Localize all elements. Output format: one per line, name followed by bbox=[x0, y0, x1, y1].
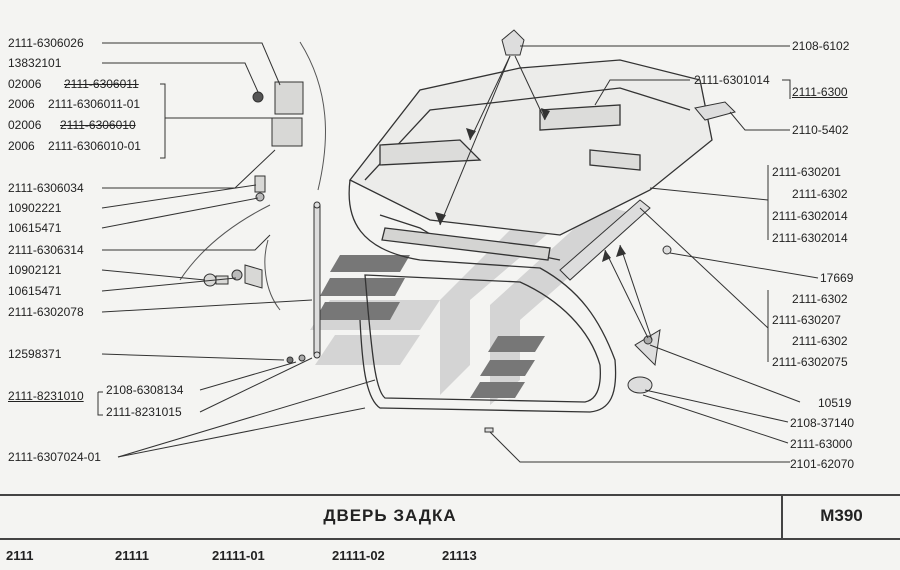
title-bar: ДВЕРЬ ЗАДКА М390 bbox=[0, 494, 900, 540]
arrow-heads bbox=[435, 108, 626, 262]
label-lamp: 2108-37140 bbox=[790, 416, 855, 430]
label-bolt-1: 10902221 bbox=[8, 201, 62, 215]
label-support-2: 2111-630207 bbox=[772, 313, 841, 327]
label-trim-1: 2111-630201 bbox=[772, 165, 841, 179]
model-label: 21111 bbox=[115, 548, 149, 563]
model-label: 21111-01 bbox=[212, 548, 265, 563]
label-nut: 13832101 bbox=[8, 56, 62, 70]
label-support-4: 2111-6302075 bbox=[772, 355, 848, 369]
label-bolt-2: 10902121 bbox=[8, 263, 62, 277]
label-strut: 2111-6302078 bbox=[8, 305, 84, 319]
label-trim-2: 2111-6302 bbox=[792, 187, 848, 201]
label-clip: 12598371 bbox=[8, 347, 62, 361]
title-divider bbox=[781, 496, 783, 538]
label-door-panel: 2111-6301014 bbox=[694, 73, 770, 87]
label-hinge-year-2: 2006 bbox=[8, 97, 35, 111]
tailgate-door bbox=[348, 59, 713, 413]
label-support-3: 2111-6302 bbox=[792, 334, 848, 348]
label-plug: 2101-62070 bbox=[790, 457, 855, 471]
label-nozzle: 2108-6308134 bbox=[106, 383, 184, 397]
label-support-1: 2111-6302 bbox=[792, 292, 848, 306]
section-arcs bbox=[179, 41, 326, 311]
label-hinge-3: 2111-6306010 bbox=[60, 118, 136, 132]
label-hinge-year-4: 2006 bbox=[8, 139, 35, 153]
page-title: ДВЕРЬ ЗАДКА bbox=[323, 506, 457, 525]
tailgate-exploded-diagram bbox=[97, 29, 819, 463]
model-label: 21113 bbox=[442, 548, 477, 563]
label-washer-assembly: 2111-8231010 bbox=[8, 389, 84, 403]
label-washer-1: 10615471 bbox=[8, 221, 62, 235]
page-code: М390 bbox=[820, 506, 863, 525]
label-trim-4: 2111-6302014 bbox=[772, 231, 848, 245]
label-cap: 2108-6102 bbox=[792, 39, 850, 53]
label-hinge-screw: 2111-6306026 bbox=[8, 36, 84, 50]
label-bumper: 2110-5402 bbox=[792, 123, 849, 137]
label-trim-3: 2111-6302014 bbox=[772, 209, 848, 223]
label-hinge-2: 2111-6306011-01 bbox=[48, 97, 141, 111]
leader-lines bbox=[97, 42, 819, 463]
label-hose: 2111-8231015 bbox=[106, 405, 182, 419]
label-hinge-year-3: 02006 bbox=[8, 118, 42, 132]
small-parts bbox=[286, 29, 736, 433]
label-handle: 2111-63000 bbox=[790, 437, 853, 451]
stripes bbox=[315, 255, 545, 398]
label-screw: 17669 bbox=[820, 271, 854, 285]
label-hinge-4: 2111-6306010-01 bbox=[48, 139, 141, 153]
label-rivet: 10519 bbox=[818, 396, 852, 410]
gas-strut bbox=[313, 201, 321, 359]
label-door-assembly: 2111-6300 bbox=[792, 85, 848, 99]
door-support bbox=[559, 199, 651, 281]
label-washer-2: 10615471 bbox=[8, 284, 62, 298]
label-hinge-1: 2111-6306011 bbox=[64, 77, 139, 91]
label-bracket-2: 2111-6306314 bbox=[8, 243, 84, 257]
label-hinge-year-1: 02006 bbox=[8, 77, 42, 91]
model-label: 21111-02 bbox=[332, 548, 385, 563]
model-label: 2111 bbox=[6, 548, 34, 563]
label-bracket: 2111-6306034 bbox=[8, 181, 84, 195]
label-seal: 2111-6307024-01 bbox=[8, 450, 101, 464]
